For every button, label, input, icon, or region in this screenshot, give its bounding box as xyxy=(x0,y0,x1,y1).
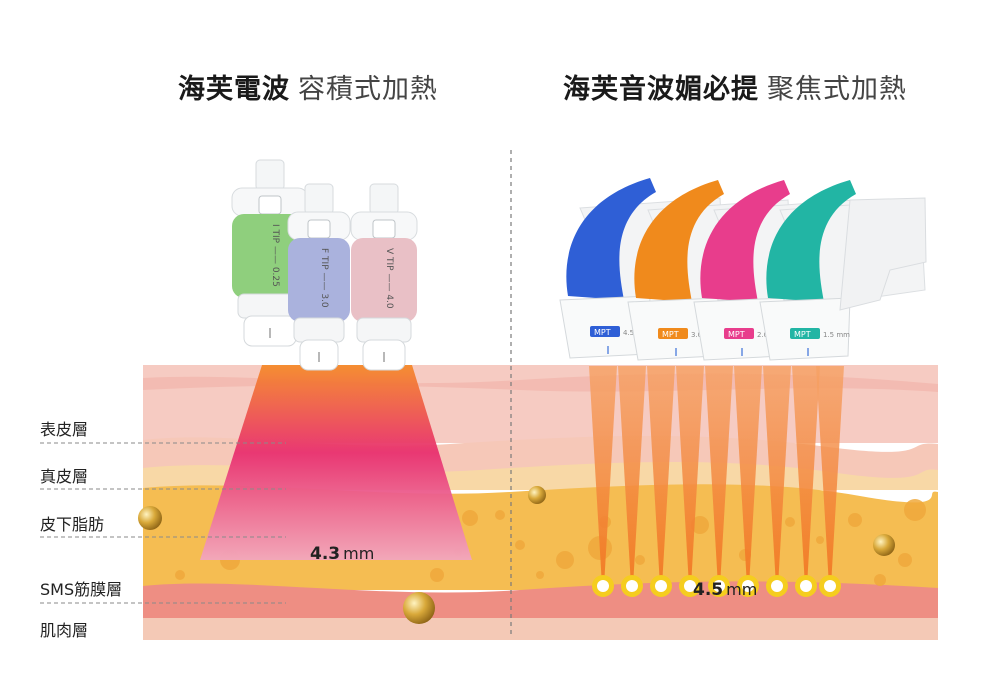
hifu-beam xyxy=(705,366,733,586)
hifu-cartridge-label: MPT xyxy=(728,330,745,339)
rf-tip-window xyxy=(258,195,282,215)
rf-tip-base xyxy=(293,317,345,343)
rf-tip: V TIP —— 4.0 xyxy=(350,183,418,371)
depth-unit-hifu: mm xyxy=(726,580,758,599)
hifu-cartridge-handle xyxy=(634,180,724,302)
hifu-cartridge-extension xyxy=(839,197,927,311)
muscle-layer xyxy=(143,618,938,640)
depth-value-hifu: 4.5 xyxy=(693,580,724,600)
gold-nodes xyxy=(138,486,895,624)
rf-tip-base xyxy=(356,317,412,343)
hifu-focal-core xyxy=(713,580,725,592)
hifu-focal-core xyxy=(824,580,836,592)
hifu-focal-core xyxy=(684,580,696,592)
hifu-focal-core xyxy=(655,580,667,592)
hifu-beam xyxy=(647,366,675,586)
hifu-beam xyxy=(734,366,762,586)
hifu-cartridge-size: 2.0 xyxy=(757,331,768,339)
hifu-cartridge-handle xyxy=(566,178,656,300)
rf-tip-name: V TIP —— 4.0 xyxy=(384,248,394,309)
layer-label-dermis: 真皮層 xyxy=(40,467,89,486)
title-rf-sub: 容積式加熱 xyxy=(298,74,438,105)
hifu-focal-core xyxy=(626,580,638,592)
hifu-cartridge-size: 4.5 xyxy=(623,329,634,337)
hifu-beam xyxy=(589,366,617,586)
hifu-cartridge-size: 3.0 xyxy=(691,331,702,339)
hifu-focal-core xyxy=(597,580,609,592)
rf-tip-window xyxy=(372,219,396,239)
hifu-cartridge-label-bg xyxy=(658,328,688,339)
hifu-focal-core xyxy=(800,580,812,592)
title-hifu: 海芙音波媚必提聚焦式加熱 xyxy=(563,70,907,110)
rf-handpiece-tips: I TIP —— 0.25 F TIP —— 3.0 V TIP —— 4.0 xyxy=(231,159,418,371)
layer-label-muscle: 肌肉層 xyxy=(40,621,89,640)
hifu-cartridge-label: MPT xyxy=(594,328,611,337)
gold-node xyxy=(528,486,546,504)
hifu-cartridge-size: 1.5 mm xyxy=(823,331,850,339)
depth-unit-rf: mm xyxy=(343,544,375,563)
hifu-focal-core xyxy=(771,580,783,592)
hifu-beams xyxy=(589,366,844,586)
title-rf-main: 海芙電波 xyxy=(178,74,290,105)
rf-tip: F TIP —— 3.0 xyxy=(287,183,351,371)
hifu-cartridge-label-bg xyxy=(790,328,820,339)
hifu-cartridge-label-bg xyxy=(724,328,754,339)
hifu-beam xyxy=(792,366,820,586)
rf-tip-window xyxy=(307,219,331,239)
hifu-cartridge-label: MPT xyxy=(662,330,679,339)
rf-tip-connector xyxy=(369,183,399,215)
hifu-cartridge-handle xyxy=(766,180,856,302)
rf-tip-name: F TIP —— 3.0 xyxy=(319,248,329,308)
hifu-cartridges: MPT 4.5 MPT 3.0 MPT 2.0 MPT 1.5 mm xyxy=(559,178,927,361)
layer-guides xyxy=(40,442,286,604)
rf-tip-body xyxy=(288,238,350,322)
rf-tip-connector xyxy=(304,183,334,215)
hifu-beam xyxy=(676,366,704,586)
hifu-focal-points xyxy=(592,575,841,597)
depth-value-rf: 4.3 xyxy=(310,544,341,564)
title-rf: 海芙電波容積式加熱 xyxy=(178,70,438,110)
rf-tip-name: I TIP —— 0.25 xyxy=(270,224,280,287)
layer-label-sms: SMS筋膜層 xyxy=(40,580,123,599)
gold-node xyxy=(403,592,435,624)
title-hifu-sub: 聚焦式加熱 xyxy=(767,74,907,105)
rf-heating-zone xyxy=(200,365,472,560)
rf-tip-connector xyxy=(255,159,285,191)
hifu-beam xyxy=(763,366,791,586)
hifu-beam xyxy=(816,366,844,586)
hifu-cartridge-handle xyxy=(700,180,790,302)
layer-label-epidermis: 表皮層 xyxy=(40,420,89,439)
gold-node xyxy=(138,506,162,530)
gold-node xyxy=(873,534,895,556)
layer-label-fat: 皮下脂肪 xyxy=(40,515,105,534)
fat-cells xyxy=(175,499,926,586)
hifu-cartridge-label: MPT xyxy=(794,330,811,339)
hifu-cartridge-label-bg xyxy=(590,326,620,337)
hifu-beam xyxy=(618,366,646,586)
hifu-focal-core xyxy=(742,580,754,592)
rf-tip-body xyxy=(351,238,417,322)
title-hifu-main: 海芙音波媚必提 xyxy=(563,74,759,105)
